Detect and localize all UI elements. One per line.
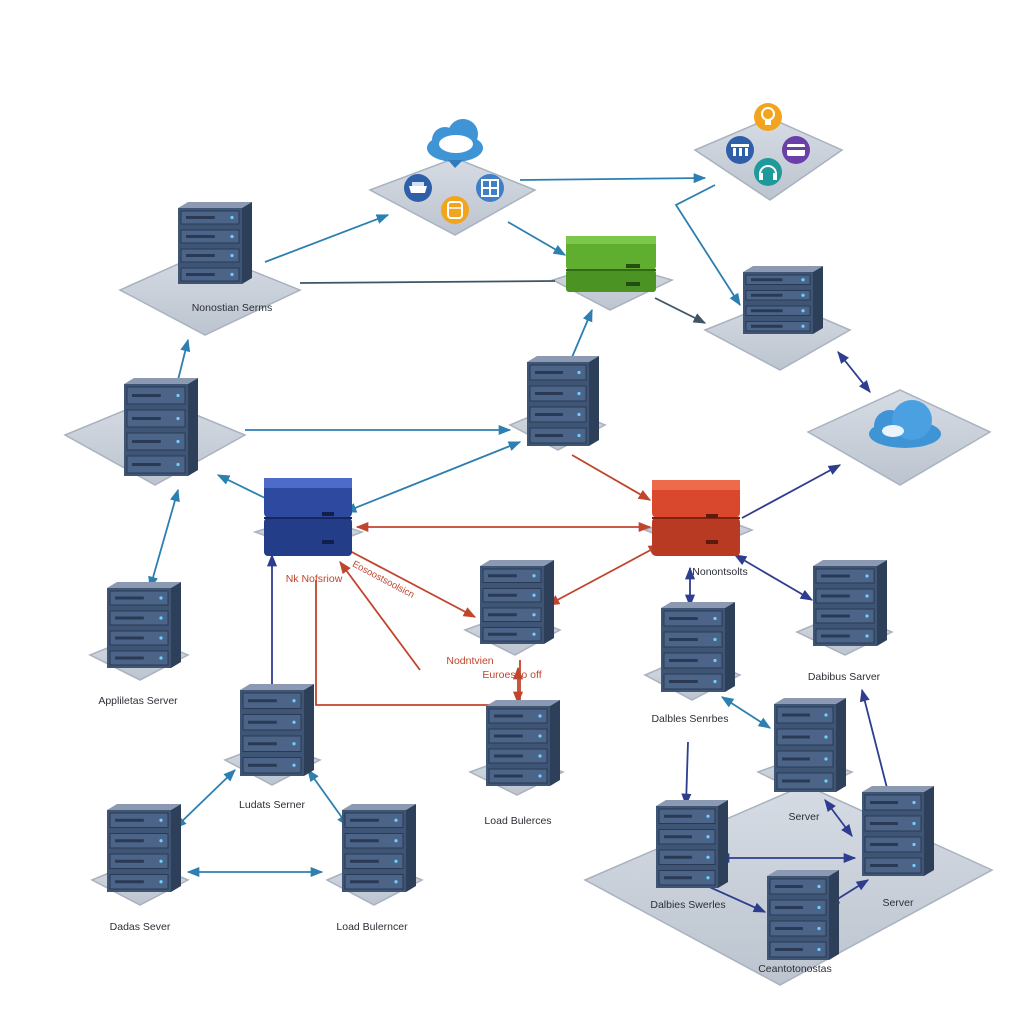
label-server-a: Server <box>789 811 820 823</box>
link-datamid-databottom <box>174 769 236 829</box>
label-load-balancer-center: Load Bulerces <box>484 815 551 827</box>
link-cloudhub-servicehub <box>519 173 707 184</box>
label-blue-node: Nk Nofsriow <box>286 573 343 585</box>
server-icon <box>107 582 181 668</box>
server-icon <box>107 804 181 892</box>
cloud-icon <box>869 400 941 448</box>
label-db-server-right: Dabibus Sarver <box>808 671 881 683</box>
platform-top-left-server <box>118 251 302 336</box>
link-rightserver-cloudright <box>837 351 871 393</box>
label-app-server: Appliletas Server <box>98 695 178 707</box>
label-data-server-mid: Ludats Serner <box>239 799 305 811</box>
router-icon <box>404 174 432 202</box>
link-topleft-cloudhub <box>264 214 390 263</box>
label-center-red-b: Euroesoo off <box>482 669 541 681</box>
database-icon <box>441 196 469 224</box>
server-icon <box>342 804 416 892</box>
link-blue-centera <box>347 549 477 618</box>
link-dbswitches-cluster <box>681 741 692 807</box>
blue-node <box>264 478 352 556</box>
green-node <box>566 236 656 292</box>
server-icon <box>480 560 554 644</box>
link-leftserver-appserver <box>148 488 180 590</box>
link-center-green <box>569 308 593 363</box>
service-hub-icons <box>726 103 810 186</box>
link-red-centera <box>546 544 662 606</box>
link-cloudhub-green <box>507 221 567 256</box>
server-icon <box>661 602 735 692</box>
cloud-hub-icons <box>404 119 504 224</box>
link-center-blue <box>343 441 522 513</box>
card-icon <box>782 136 810 164</box>
server-icon <box>862 786 934 876</box>
link-datamid-lbbottom <box>307 768 349 828</box>
link-switches-cluster <box>704 884 767 913</box>
link-serverb-dbserver <box>859 688 889 793</box>
server-icon <box>178 202 252 284</box>
headset-icon <box>754 158 782 186</box>
server-icon <box>767 870 839 960</box>
link-dbswitches-servera <box>720 696 772 729</box>
link-blue-leftserver <box>216 474 266 499</box>
link-blue-red-diag <box>339 560 421 671</box>
server-icon <box>240 684 314 776</box>
label-server-b: Server <box>883 897 914 909</box>
link-center-red <box>571 454 652 501</box>
cloud-icon <box>427 119 483 168</box>
lightbulb-icon <box>754 103 782 131</box>
red-node <box>652 480 740 556</box>
label-data-server-bottom: Dadas Sever <box>110 921 171 933</box>
server-icon <box>527 356 599 446</box>
label-cluster: Ceantotonostas <box>758 963 832 975</box>
label-switches-bottom: Dalbies Swerles <box>650 899 725 911</box>
link-red-dbserver <box>733 554 814 601</box>
server-icon <box>774 698 846 792</box>
link-red-cloudright <box>741 464 842 519</box>
label-load-balancer-bottom: Load Bulerncer <box>336 921 408 933</box>
label-red-node: Nonontsolts <box>692 566 747 578</box>
link-servicehub-rightserver <box>674 184 741 307</box>
server-icon <box>656 800 728 888</box>
grid-icon <box>476 174 504 202</box>
building-icon <box>726 136 754 164</box>
link-topleft-green <box>299 280 556 284</box>
label-top-left-server: Nonostian Serms <box>192 302 273 314</box>
server-icon <box>743 266 823 334</box>
label-db-switches-1: Dalbles Senrbes <box>651 713 728 725</box>
servers <box>107 202 934 960</box>
server-icon <box>124 378 198 476</box>
label-center-red-a: Nodntvien <box>446 655 493 667</box>
link-green-rightserver <box>654 297 707 324</box>
server-icon <box>813 560 887 646</box>
link-servera-serverb <box>824 798 853 838</box>
server-icon <box>486 700 560 786</box>
